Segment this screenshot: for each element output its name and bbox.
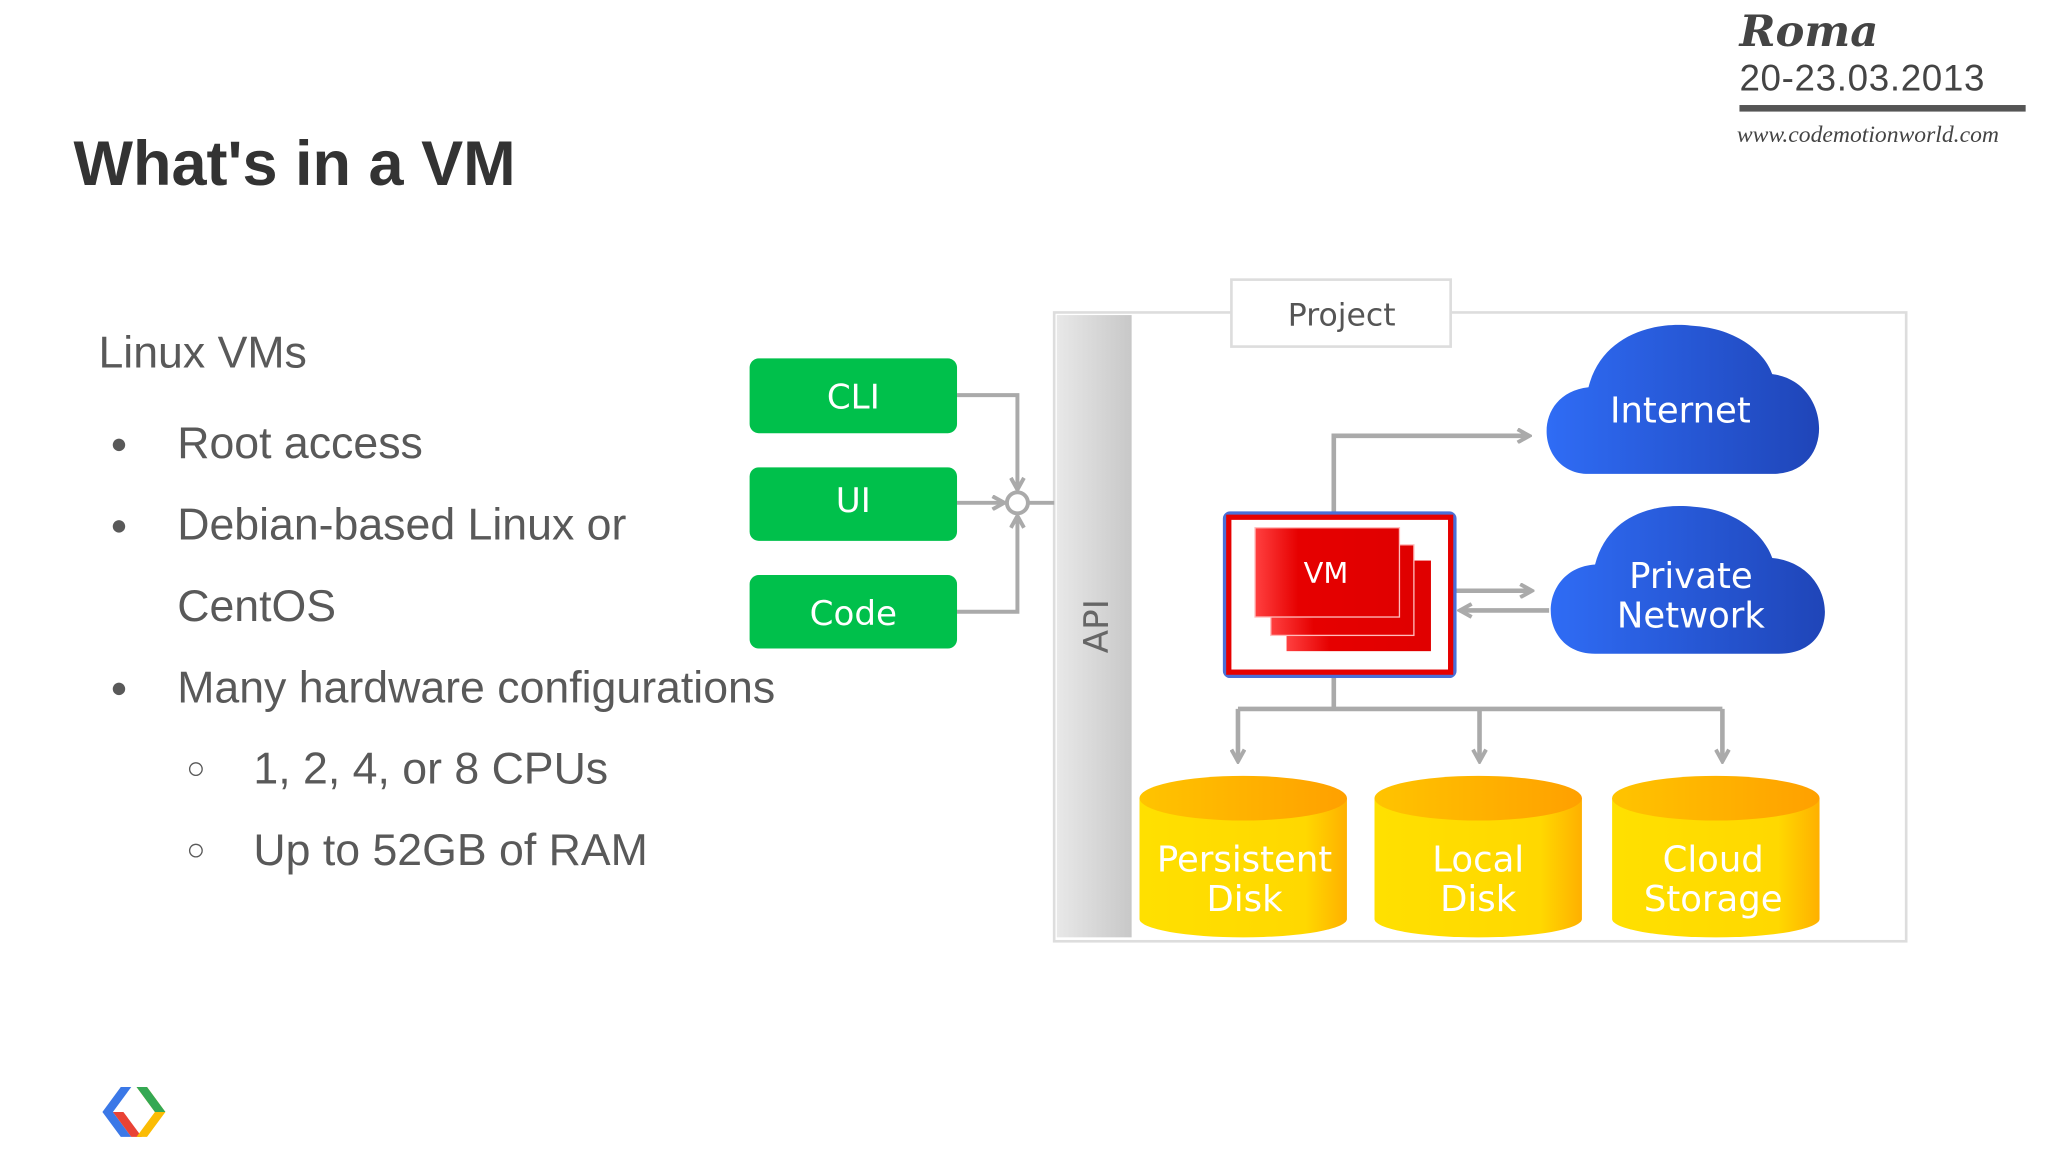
- divider: [1739, 105, 2026, 112]
- svg-text:Local: Local: [1432, 840, 1524, 881]
- svg-text:CLI: CLI: [827, 377, 880, 417]
- event-dates: 20-23.03.2013: [1739, 57, 1986, 99]
- api-label: API: [1077, 599, 1117, 653]
- bullet-icon: ●: [110, 508, 128, 541]
- slide-title: What's in a VM: [73, 129, 516, 200]
- vm-stack: VM: [1222, 511, 1457, 679]
- google-cloud-logo: [102, 1086, 166, 1137]
- svg-text:Storage: Storage: [1644, 879, 1783, 920]
- svg-text:Disk: Disk: [1206, 879, 1283, 920]
- private-network-cloud: Private Network: [1550, 506, 1825, 654]
- sub-bullet-item: 1, 2, 4, or 8 CPUs: [253, 744, 609, 795]
- project-label: Project: [1288, 298, 1396, 334]
- sub-bullet-icon: ○: [186, 750, 206, 787]
- persistent-disk-cylinder: Persistent Disk: [1139, 775, 1347, 938]
- vm-label: VM: [1304, 556, 1349, 590]
- cloud-storage-cylinder: Cloud Storage: [1612, 775, 1820, 938]
- code-button: Code: [749, 575, 958, 649]
- svg-text:Private: Private: [1629, 556, 1753, 597]
- client-connectors: [957, 393, 1055, 614]
- bullet-item: Debian-based Linux or: [177, 500, 627, 551]
- svg-text:Code: Code: [810, 594, 897, 634]
- svg-text:Persistent: Persistent: [1157, 840, 1332, 881]
- network-connectors: [1238, 436, 1722, 762]
- ui-button: UI: [749, 467, 958, 541]
- api-bar: [1056, 315, 1132, 938]
- section-heading: Linux VMs: [98, 328, 307, 379]
- project-box: [1230, 278, 1452, 348]
- event-city: Roma: [1739, 5, 1879, 57]
- svg-text:Network: Network: [1617, 596, 1765, 637]
- cli-button: CLI: [749, 358, 958, 434]
- internet-cloud: Internet: [1546, 324, 1820, 474]
- sub-bullet-item: Up to 52GB of RAM: [253, 825, 648, 876]
- bullet-icon: ●: [110, 426, 128, 460]
- local-disk-cylinder: Local Disk: [1374, 775, 1582, 938]
- event-url: www.codemotionworld.com: [1736, 120, 1999, 148]
- bullet-item-continued: CentOS: [177, 581, 337, 632]
- sub-bullet-icon: ○: [186, 832, 206, 868]
- svg-text:Internet: Internet: [1610, 391, 1751, 432]
- svg-text:UI: UI: [836, 481, 871, 521]
- bullet-item: Many hardware configurations: [177, 662, 776, 713]
- bullet-item: Root access: [177, 418, 423, 469]
- bullet-icon: ●: [110, 670, 128, 704]
- svg-text:Cloud: Cloud: [1663, 840, 1764, 881]
- svg-text:Disk: Disk: [1440, 879, 1517, 920]
